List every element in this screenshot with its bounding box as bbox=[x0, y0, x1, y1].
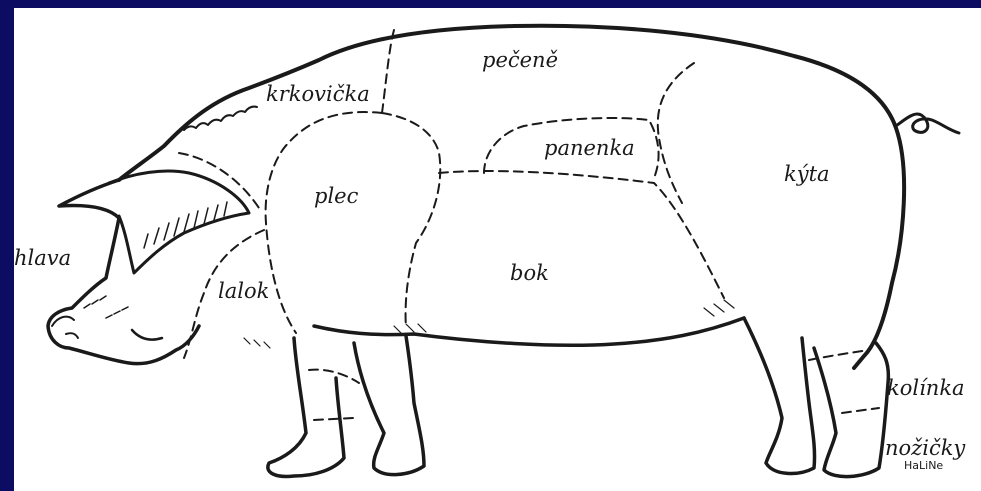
pig-front-leg-left bbox=[268, 338, 344, 476]
label-hlava: hlava bbox=[14, 248, 71, 269]
pork-cuts-diagram: pečeně krkovička panenka kýta plec hlava… bbox=[14, 8, 981, 491]
pig-front-leg-right bbox=[354, 336, 424, 475]
pig-hind-leg-right bbox=[814, 343, 888, 477]
label-kolinka: kolínka bbox=[887, 378, 965, 399]
pig-tail bbox=[896, 114, 959, 133]
pig-illustration bbox=[14, 8, 981, 491]
artist-signature: HaLiNe bbox=[904, 460, 943, 471]
pig-belly bbox=[314, 318, 744, 345]
label-pecene: pečeně bbox=[482, 50, 558, 71]
label-panenka: panenka bbox=[544, 138, 635, 159]
pig-head bbox=[48, 180, 199, 364]
pig-ear bbox=[109, 171, 249, 273]
label-lalok: lalok bbox=[218, 281, 269, 302]
pig-hind-leg-left bbox=[744, 318, 815, 473]
label-bok: bok bbox=[510, 263, 549, 284]
label-krkovicka: krkovička bbox=[266, 84, 370, 105]
label-kyta: kýta bbox=[784, 164, 830, 185]
label-nozicky: nožičky bbox=[885, 438, 965, 459]
label-plec: plec bbox=[314, 186, 358, 207]
